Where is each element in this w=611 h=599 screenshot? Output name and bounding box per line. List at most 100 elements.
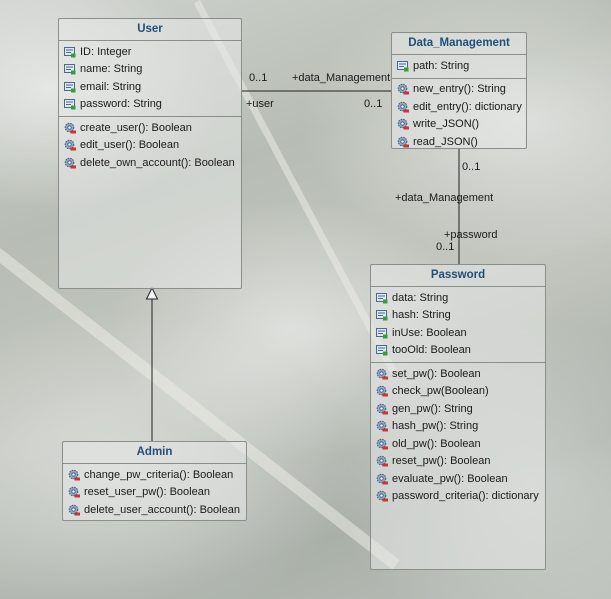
class-name: User xyxy=(59,19,241,41)
field-icon xyxy=(376,292,388,304)
method-row[interactable]: edit_entry(): dictionary xyxy=(392,98,526,116)
method-row[interactable]: old_pw(): Boolean xyxy=(371,435,545,453)
method-label: reset_pw(): Boolean xyxy=(392,455,491,468)
class-user[interactable]: User ID: Integer name: String email: Strin… xyxy=(58,18,242,289)
method-label: password_criteria(): dictionary xyxy=(392,490,539,503)
method-row[interactable]: set_pw(): Boolean xyxy=(371,365,545,383)
attribute-label: path: String xyxy=(413,59,470,72)
assoc-dm-pw-dm-role: +data_Management xyxy=(395,192,494,204)
assoc-dm-multiplicity: 0..1 xyxy=(364,98,383,110)
class-password[interactable]: Password data: String hash: String inUse: … xyxy=(370,264,546,570)
gear-method-icon xyxy=(397,83,409,95)
class-name: Password xyxy=(371,265,545,287)
generalization-arrowhead xyxy=(145,286,159,300)
gear-method-icon xyxy=(397,136,409,148)
method-row[interactable]: delete_own_account(): Boolean xyxy=(59,154,241,172)
method-label: check_pw(Boolean) xyxy=(392,385,489,398)
method-label: reset_user_pw(): Boolean xyxy=(84,486,210,499)
method-label: new_entry(): String xyxy=(413,83,506,96)
gear-method-icon xyxy=(376,403,388,415)
gear-method-icon xyxy=(397,101,409,113)
attribute-label: password: String xyxy=(80,98,162,111)
field-icon xyxy=(64,46,76,58)
gear-method-icon xyxy=(376,455,388,467)
class-data-management[interactable]: Data_Management path: String new_entry()… xyxy=(391,32,527,149)
method-row[interactable]: evaluate_pw(): Boolean xyxy=(371,470,545,488)
attributes-section: path: String xyxy=(392,55,526,79)
gear-method-icon xyxy=(376,473,388,485)
method-label: hash_pw(): String xyxy=(392,420,479,433)
method-row[interactable]: hash_pw(): String xyxy=(371,418,545,436)
attribute-row[interactable]: password: String xyxy=(59,96,241,114)
methods-section: create_user(): Boolean edit_user(): Boole… xyxy=(59,117,241,175)
method-row[interactable]: change_pw_criteria(): Boolean xyxy=(63,466,246,484)
field-icon xyxy=(64,63,76,75)
method-row[interactable]: edit_user(): Boolean xyxy=(59,137,241,155)
attribute-row[interactable]: hash: String xyxy=(371,307,545,325)
attribute-label: name: String xyxy=(80,63,143,76)
gear-method-icon xyxy=(376,438,388,450)
gear-method-icon xyxy=(64,139,76,151)
methods-section: new_entry(): String edit_entry(): diction… xyxy=(392,79,526,154)
attribute-label: tooOld: Boolean xyxy=(392,344,471,357)
attribute-label: email: String xyxy=(80,80,142,93)
field-icon xyxy=(397,60,409,72)
method-label: change_pw_criteria(): Boolean xyxy=(84,468,234,481)
gear-method-icon xyxy=(64,122,76,134)
field-icon xyxy=(376,344,388,356)
method-label: delete_own_account(): Boolean xyxy=(80,156,235,169)
method-row[interactable]: new_entry(): String xyxy=(392,81,526,99)
method-row[interactable]: gen_pw(): String xyxy=(371,400,545,418)
method-row[interactable]: password_criteria(): dictionary xyxy=(371,488,545,506)
method-label: evaluate_pw(): Boolean xyxy=(392,472,508,485)
method-label: gen_pw(): String xyxy=(392,402,473,415)
method-label: read_JSON() xyxy=(413,135,478,148)
gear-method-icon xyxy=(376,420,388,432)
attribute-row[interactable]: email: String xyxy=(59,78,241,96)
gear-method-icon xyxy=(376,490,388,502)
gear-method-icon xyxy=(376,368,388,380)
class-admin[interactable]: Admin change_pw_criteria(): Boolean reset… xyxy=(62,441,247,521)
method-label: edit_user(): Boolean xyxy=(80,139,180,152)
attribute-row[interactable]: ID: Integer xyxy=(59,43,241,61)
method-row[interactable]: delete_user_account(): Boolean xyxy=(63,501,246,519)
gear-method-icon xyxy=(68,504,80,516)
method-row[interactable]: reset_pw(): Boolean xyxy=(371,453,545,471)
field-icon xyxy=(64,98,76,110)
assoc-dm-pw-pw-role: +password xyxy=(444,229,498,241)
method-label: set_pw(): Boolean xyxy=(392,367,481,380)
attribute-row[interactable]: path: String xyxy=(392,57,526,75)
method-row[interactable]: create_user(): Boolean xyxy=(59,119,241,137)
attribute-label: hash: String xyxy=(392,309,451,322)
attributes-section: data: String hash: String inUse: Boolean to… xyxy=(371,287,545,363)
attribute-row[interactable]: inUse: Boolean xyxy=(371,324,545,342)
assoc-user-role: +user xyxy=(246,98,274,110)
class-name: Admin xyxy=(63,442,246,464)
method-row[interactable]: write_JSON() xyxy=(392,116,526,134)
gear-method-icon xyxy=(64,157,76,169)
field-icon xyxy=(376,309,388,321)
attributes-section: ID: Integer name: String email: String pass… xyxy=(59,41,241,117)
class-name: Data_Management xyxy=(392,33,526,55)
attribute-row[interactable]: name: String xyxy=(59,61,241,79)
gear-method-icon xyxy=(376,385,388,397)
assoc-user-multiplicity: 0..1 xyxy=(249,72,268,84)
method-label: old_pw(): Boolean xyxy=(392,437,481,450)
method-label: create_user(): Boolean xyxy=(80,121,192,134)
gear-method-icon xyxy=(397,118,409,130)
method-row[interactable]: check_pw(Boolean) xyxy=(371,383,545,401)
methods-section: change_pw_criteria(): Boolean reset_user_… xyxy=(63,464,246,522)
attribute-label: ID: Integer xyxy=(80,45,132,58)
method-label: delete_user_account(): Boolean xyxy=(84,503,240,516)
attribute-label: inUse: Boolean xyxy=(392,326,467,339)
assoc-dm-pw-dm-multiplicity: 0..1 xyxy=(462,161,481,173)
field-icon xyxy=(64,81,76,93)
gear-method-icon xyxy=(68,469,80,481)
attribute-row[interactable]: tooOld: Boolean xyxy=(371,342,545,360)
field-icon xyxy=(376,327,388,339)
attribute-label: data: String xyxy=(392,291,449,304)
gear-method-icon xyxy=(68,486,80,498)
method-row[interactable]: reset_user_pw(): Boolean xyxy=(63,484,246,502)
method-row[interactable]: read_JSON() xyxy=(392,133,526,151)
attribute-row[interactable]: data: String xyxy=(371,289,545,307)
